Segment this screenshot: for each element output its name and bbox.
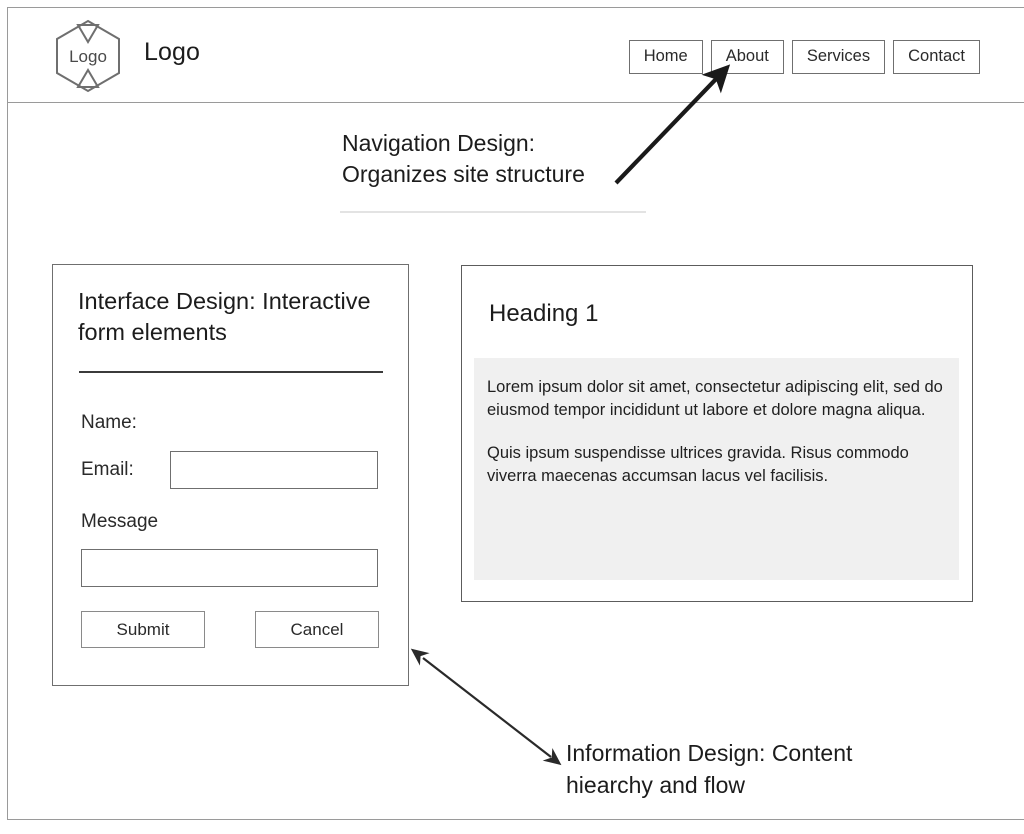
email-label: Email:: [81, 459, 134, 480]
nav-item-home[interactable]: Home: [628, 40, 703, 74]
information-annotation-line-2: hiearchy and flow: [566, 771, 745, 798]
email-input[interactable]: [170, 451, 378, 489]
navigation-design-annotation: Navigation Design: Organizes site struct…: [342, 128, 642, 189]
submit-button[interactable]: Submit: [81, 611, 205, 648]
content-paragraph-1: Lorem ipsum dolor sit amet, consectetur …: [487, 378, 943, 420]
main-navigation: Home About Services Contact: [628, 40, 980, 74]
form-panel-title-line-2: form elements: [78, 319, 227, 346]
content-text-block: Lorem ipsum dolor sit amet, consectetur …: [474, 358, 959, 580]
message-input[interactable]: [81, 549, 378, 587]
nav-item-about[interactable]: About: [710, 40, 784, 74]
form-panel-rule: [79, 371, 383, 373]
navigation-annotation-line-2: Organizes site structure: [342, 160, 585, 187]
hexagon-logo-icon[interactable]: Logo: [52, 18, 124, 94]
message-label: Message: [81, 511, 159, 532]
cancel-button[interactable]: Cancel: [255, 611, 379, 648]
information-annotation-line-1: Information Design: Content: [566, 740, 853, 766]
svg-text:Logo: Logo: [69, 47, 107, 66]
content-paragraph-2: Quis ipsum suspendisse ultrices gravida.…: [487, 443, 909, 486]
form-panel-title: Interface Design: Interactive form eleme…: [78, 286, 408, 349]
content-heading: Heading 1: [489, 300, 599, 327]
navigation-annotation-divider: [340, 211, 646, 213]
nav-item-contact[interactable]: Contact: [893, 40, 980, 74]
brand-name: Logo: [144, 38, 201, 66]
form-panel-title-line-1: Interface Design: Interactive: [78, 288, 371, 314]
header-divider: [7, 102, 1024, 103]
information-design-annotation: Information Design: Content hiearchy and…: [566, 738, 926, 801]
nav-item-services[interactable]: Services: [791, 40, 886, 74]
name-label: Name:: [81, 412, 137, 433]
navigation-annotation-line-1: Navigation Design:: [342, 130, 536, 156]
